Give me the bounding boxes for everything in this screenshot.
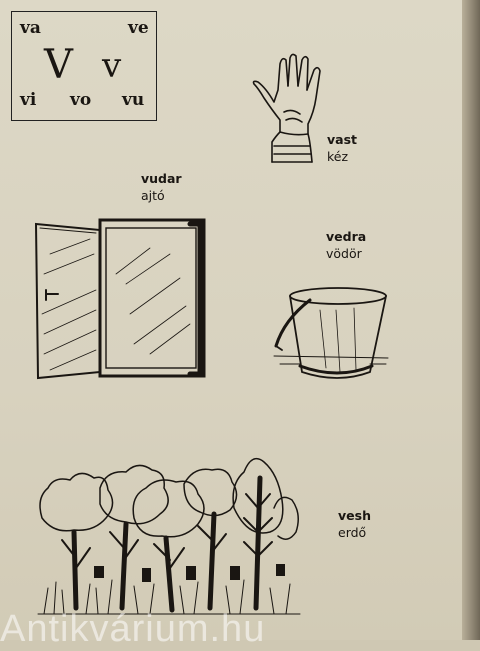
hand-illustration: [252, 53, 321, 163]
forest-illustration: [37, 457, 301, 615]
bucket-illustration: [273, 287, 389, 379]
book-page: [0, 0, 462, 640]
page-edge: [462, 0, 480, 640]
syllable-box: va ve V v vi vo vu: [11, 11, 157, 121]
word-hungarian: erdő: [338, 525, 367, 540]
capital-letter: V: [44, 42, 73, 88]
word-bucket: vedra vödör: [326, 228, 366, 262]
word-romani: vudar: [141, 171, 182, 186]
word-forest: vesh erdő: [338, 507, 371, 541]
word-hungarian: kéz: [327, 149, 349, 164]
word-romani: vast: [327, 132, 357, 147]
word-door: vudar ajtó: [141, 170, 182, 204]
syllable-vo: vo: [70, 90, 92, 110]
watermark: Antikvárium.hu: [0, 608, 266, 650]
syllable-vi: vi: [20, 90, 37, 110]
word-romani: vedra: [326, 229, 367, 244]
word-hand: vast kéz: [327, 131, 357, 165]
syllable-ve: ve: [128, 18, 149, 38]
word-hungarian: ajtó: [141, 188, 165, 203]
syllable-va: va: [20, 18, 41, 38]
word-romani: vesh: [338, 508, 371, 523]
word-hungarian: vödör: [326, 246, 362, 261]
lowercase-letter: v: [102, 46, 122, 86]
door-illustration: [34, 218, 206, 380]
syllable-vu: vu: [122, 90, 145, 110]
